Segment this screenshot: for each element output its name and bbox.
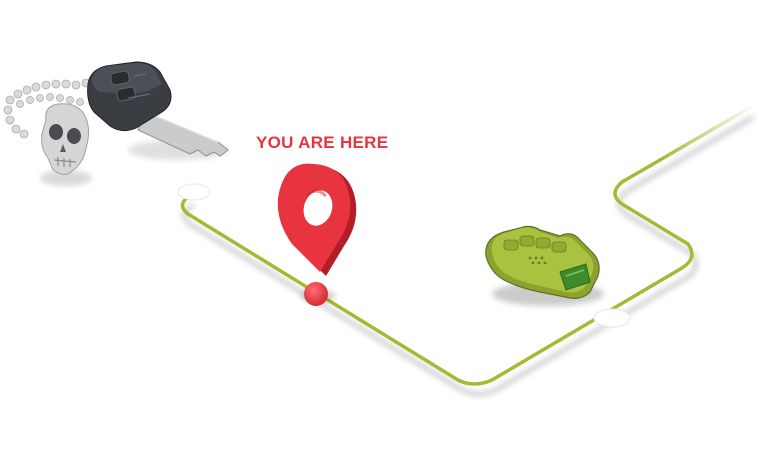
fob-button-unlock bbox=[116, 86, 136, 102]
route-shadow bbox=[182, 115, 755, 397]
glove-vent-holes bbox=[528, 256, 547, 265]
location-marker-dot bbox=[304, 282, 328, 306]
waypoint-end bbox=[593, 308, 631, 328]
bead-chain bbox=[3, 68, 109, 139]
waypoint-start bbox=[177, 183, 211, 201]
key-blade bbox=[137, 111, 229, 157]
route-path bbox=[180, 102, 758, 386]
you-are-here-label: YOU ARE HERE bbox=[256, 133, 389, 152]
car-key-icon bbox=[87, 61, 229, 160]
fob-button-lock bbox=[110, 70, 130, 86]
glove-knuckle-pads bbox=[503, 235, 567, 253]
skull-keychain-icon bbox=[3, 68, 109, 186]
glove-icon bbox=[485, 225, 604, 306]
key-fob bbox=[87, 61, 172, 132]
location-pin-icon bbox=[277, 163, 357, 306]
